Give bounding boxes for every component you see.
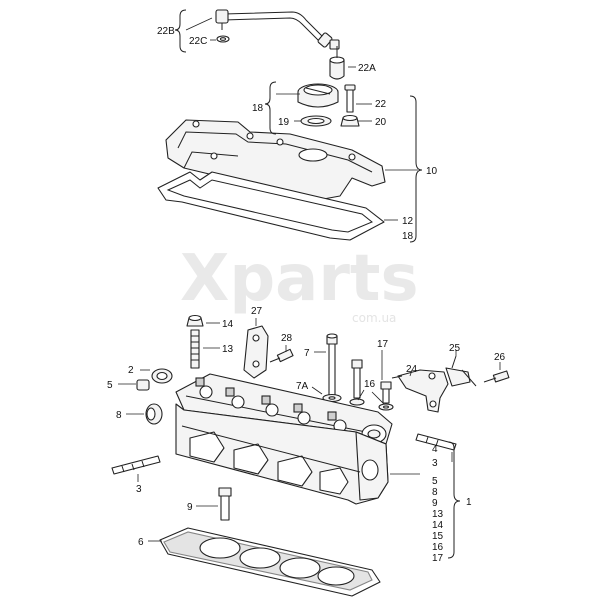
clip-22c	[216, 35, 230, 43]
callout-26: 26	[494, 352, 506, 363]
valve-cover	[165, 119, 386, 201]
callout-24: 24	[406, 364, 418, 375]
bolt-7	[326, 333, 338, 397]
group-item: 5	[432, 476, 438, 487]
brace-18	[264, 81, 277, 135]
group-item: 15	[432, 531, 444, 542]
watermark-domain: com.ua	[352, 311, 396, 325]
group-item: 8	[432, 487, 438, 498]
stud-13	[190, 329, 200, 369]
brace-10	[409, 95, 423, 243]
callout-5: 5	[107, 380, 113, 391]
group-item: 17	[432, 553, 444, 564]
callout-28: 28	[281, 333, 293, 344]
cylinder-head	[175, 373, 393, 505]
callout-1: 1	[466, 497, 472, 508]
bolt-17	[351, 359, 363, 399]
brace-22b	[174, 9, 187, 53]
clamp-25	[445, 355, 477, 387]
grommet-20	[340, 114, 360, 127]
brace-1	[447, 441, 461, 559]
group-item: 16	[432, 542, 444, 553]
callout-6: 6	[138, 537, 144, 548]
sleeve-2	[151, 368, 173, 384]
bracket-24	[391, 369, 449, 413]
bush-5	[136, 379, 150, 391]
watermark: Xparts com.ua	[180, 242, 419, 325]
washers-16	[349, 398, 394, 411]
callout-20: 20	[375, 117, 387, 128]
bolt-16b	[380, 381, 392, 404]
valve-cover-gasket	[157, 171, 385, 241]
callout-18b: 18	[402, 231, 414, 242]
callout-22b: 22B	[157, 26, 175, 37]
callout-22c: 22C	[189, 36, 207, 47]
callout-18: 18	[252, 103, 264, 114]
bolt-22	[344, 84, 356, 113]
callout-3-right: 3	[432, 458, 438, 469]
callout-2: 2	[128, 365, 134, 376]
callout-labels: 22B 22C 22A 18 22 19 20 10 12 18 27 14 2…	[107, 26, 506, 548]
breather-hose	[215, 9, 340, 50]
callout-13: 13	[222, 344, 234, 355]
nut-14	[186, 314, 204, 327]
callout-25: 25	[449, 343, 461, 354]
callout-7: 7	[304, 348, 310, 359]
callout-22a: 22A	[358, 63, 376, 74]
callout-27: 27	[251, 306, 263, 317]
leader-lines	[118, 17, 501, 542]
callout-16: 16	[364, 379, 376, 390]
group-item: 13	[432, 509, 444, 520]
callout-9: 9	[187, 502, 193, 513]
group-list-part-1: 5 8 9 13 14 15 16 17	[432, 476, 444, 564]
plug-8	[145, 403, 163, 425]
callout-7a: 7A	[296, 381, 309, 392]
bracket-27	[243, 325, 269, 379]
valve-guide-9	[218, 487, 232, 521]
watermark-brand: Xparts	[180, 242, 419, 316]
callout-3-left: 3	[136, 484, 142, 495]
bolt-28	[269, 348, 294, 363]
group-item: 9	[432, 498, 438, 509]
callout-19: 19	[278, 117, 290, 128]
callout-8: 8	[116, 410, 122, 421]
oil-filler-cap	[297, 83, 339, 108]
callout-14: 14	[222, 319, 234, 330]
stud-3-left	[111, 455, 161, 475]
callout-12: 12	[402, 216, 414, 227]
cap-seal-19	[300, 115, 332, 127]
valve-22a	[329, 46, 345, 80]
callout-4: 4	[432, 444, 438, 455]
callout-10: 10	[426, 166, 438, 177]
callout-17: 17	[377, 339, 389, 350]
callout-22: 22	[375, 99, 387, 110]
group-item: 14	[432, 520, 444, 531]
head-gasket-6	[159, 527, 381, 597]
bolt-26	[483, 370, 510, 383]
